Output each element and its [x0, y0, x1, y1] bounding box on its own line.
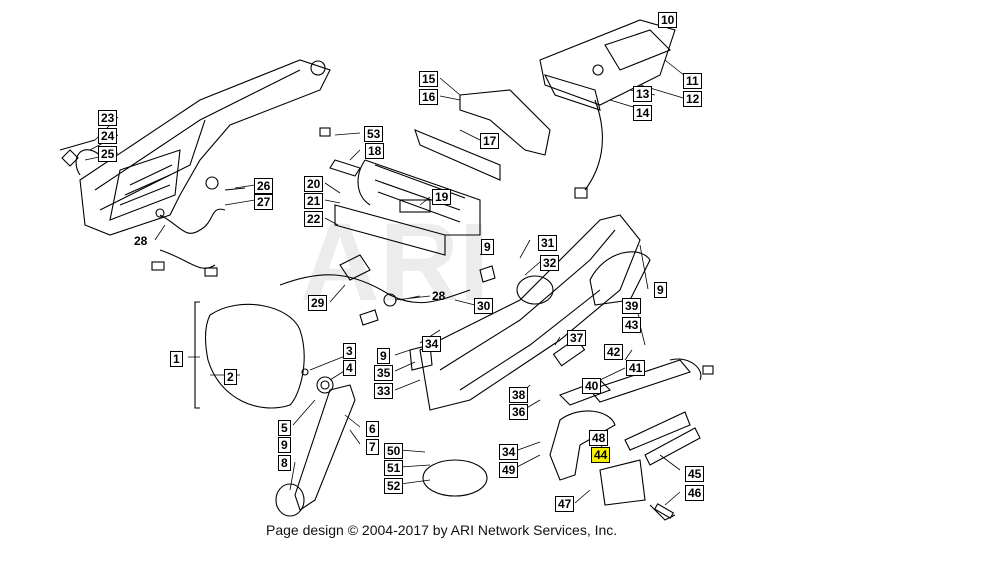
callout-c49[interactable]: 49 — [499, 462, 519, 478]
callout-c6[interactable]: 6 — [366, 421, 379, 437]
callout-c16[interactable]: 16 — [419, 89, 439, 105]
callout-c15[interactable]: 15 — [419, 71, 439, 87]
callout-c27[interactable]: 27 — [254, 194, 274, 210]
callout-c52[interactable]: 52 — [384, 478, 404, 494]
callout-c32[interactable]: 32 — [540, 255, 560, 271]
callout-c46[interactable]: 46 — [685, 485, 705, 501]
handle-body — [419, 214, 641, 411]
callout-c47[interactable]: 47 — [555, 496, 575, 512]
support-arm — [294, 384, 356, 511]
callout-c42[interactable]: 42 — [604, 344, 624, 360]
callout-c36[interactable]: 36 — [509, 404, 529, 420]
callout-c13[interactable]: 13 — [633, 86, 653, 102]
left-wiring-harness — [159, 208, 226, 234]
callout-c9a[interactable]: 9 — [481, 239, 494, 255]
callout-c19[interactable]: 19 — [432, 189, 452, 205]
callout-c5[interactable]: 5 — [278, 420, 291, 436]
callout-c43[interactable]: 43 — [622, 317, 642, 333]
callout-c35[interactable]: 35 — [374, 365, 394, 381]
callout-c21[interactable]: 21 — [304, 193, 324, 209]
callout-c25[interactable]: 25 — [98, 146, 118, 162]
callout-c39[interactable]: 39 — [622, 298, 642, 314]
callout-c7[interactable]: 7 — [366, 439, 379, 455]
footer-copyright: Page design © 2004-2017 by ARI Network S… — [266, 522, 618, 538]
callout-c14[interactable]: 14 — [633, 105, 653, 121]
callout-c3[interactable]: 3 — [343, 343, 356, 359]
callout-c45[interactable]: 45 — [685, 466, 705, 482]
callout-c28b[interactable]: 28 — [432, 289, 446, 303]
callout-c20[interactable]: 20 — [304, 176, 324, 192]
callout-c30[interactable]: 30 — [474, 298, 494, 314]
callout-c17[interactable]: 17 — [480, 133, 500, 149]
grab-bar-pad — [459, 89, 551, 156]
callout-c29[interactable]: 29 — [308, 295, 328, 311]
callout-c33[interactable]: 33 — [374, 383, 394, 399]
callout-c10[interactable]: 10 — [658, 12, 678, 28]
callout-c38[interactable]: 38 — [509, 387, 529, 403]
callout-c28a[interactable]: 28 — [134, 234, 148, 248]
callout-c26[interactable]: 26 — [254, 178, 274, 194]
callout-c44[interactable]: 44 — [591, 447, 611, 463]
callout-c9b[interactable]: 9 — [654, 282, 667, 298]
callout-c48[interactable]: 48 — [589, 430, 609, 446]
backrest-pad — [205, 303, 305, 409]
callout-c9c[interactable]: 9 — [377, 348, 390, 364]
callout-c23[interactable]: 23 — [98, 110, 118, 126]
callout-c37[interactable]: 37 — [567, 330, 587, 346]
callout-c50[interactable]: 50 — [384, 443, 404, 459]
center-wiring-harness — [279, 274, 471, 304]
callout-c31[interactable]: 31 — [538, 235, 558, 251]
callout-c34a[interactable]: 34 — [422, 336, 442, 352]
callout-c22[interactable]: 22 — [304, 211, 324, 227]
emblem-plate — [422, 459, 488, 497]
taillight — [539, 19, 676, 106]
callout-c53[interactable]: 53 — [364, 126, 384, 142]
bottom-bracket — [599, 459, 646, 506]
rear-rack — [334, 204, 446, 256]
callout-c51[interactable]: 51 — [384, 460, 404, 476]
callout-c2[interactable]: 2 — [224, 369, 237, 385]
callout-c1[interactable]: 1 — [170, 351, 183, 367]
left-rail-part — [79, 59, 331, 236]
callout-c40[interactable]: 40 — [582, 378, 602, 394]
callout-c4[interactable]: 4 — [343, 360, 356, 376]
lower-grip — [549, 410, 616, 481]
callout-c11[interactable]: 11 — [683, 73, 702, 89]
callout-c18[interactable]: 18 — [365, 143, 385, 159]
callout-c24[interactable]: 24 — [98, 128, 118, 144]
callout-c9d[interactable]: 9 — [278, 437, 291, 453]
callout-c12[interactable]: 12 — [683, 91, 703, 107]
callout-c34b[interactable]: 34 — [499, 444, 519, 460]
callout-c41[interactable]: 41 — [626, 360, 646, 376]
callout-c8[interactable]: 8 — [278, 455, 291, 471]
